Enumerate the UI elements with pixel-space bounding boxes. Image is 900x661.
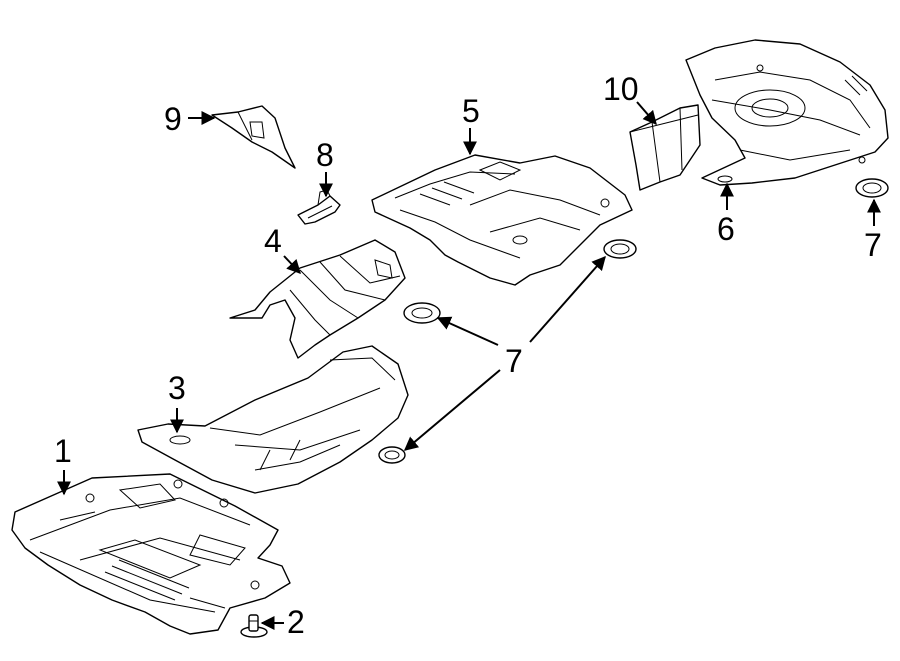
grommet-d (855, 178, 889, 198)
grommet-a (403, 302, 441, 324)
part-6-rear-shield (685, 39, 889, 186)
part-9-bracket-shield (211, 105, 296, 169)
callout-7-center: 7 (505, 343, 523, 379)
callout-8: 8 (316, 137, 334, 173)
grommet-b (603, 239, 637, 259)
leader-10 (636, 101, 657, 126)
callout-labels: 1 2 3 4 5 6 7 7 8 9 10 (54, 71, 882, 640)
part-7-grommets (378, 178, 889, 464)
callout-10: 10 (603, 71, 639, 107)
part-4-tunnel-shield (229, 239, 406, 359)
callout-5: 5 (462, 93, 480, 129)
callout-4: 4 (264, 223, 282, 259)
callout-9: 9 (164, 101, 182, 137)
part-10-bracket (629, 104, 701, 191)
leader-7-a (436, 316, 499, 346)
leader-7-c (403, 369, 501, 451)
leader-lines (57, 101, 881, 630)
leader-4 (283, 255, 301, 275)
callout-1: 1 (54, 433, 72, 469)
callout-7-right: 7 (864, 227, 882, 263)
leader-7-b (529, 255, 606, 343)
part-1-underbody-shield (11, 473, 291, 635)
part-3-heat-shield (137, 345, 409, 494)
callout-6: 6 (717, 211, 735, 247)
callout-3: 3 (168, 370, 186, 406)
grommet-c (378, 446, 406, 464)
part-8-bracket (297, 189, 341, 225)
part-5-floor-shield (371, 154, 633, 286)
part-2-fastener (240, 614, 268, 638)
callout-2: 2 (287, 604, 305, 640)
